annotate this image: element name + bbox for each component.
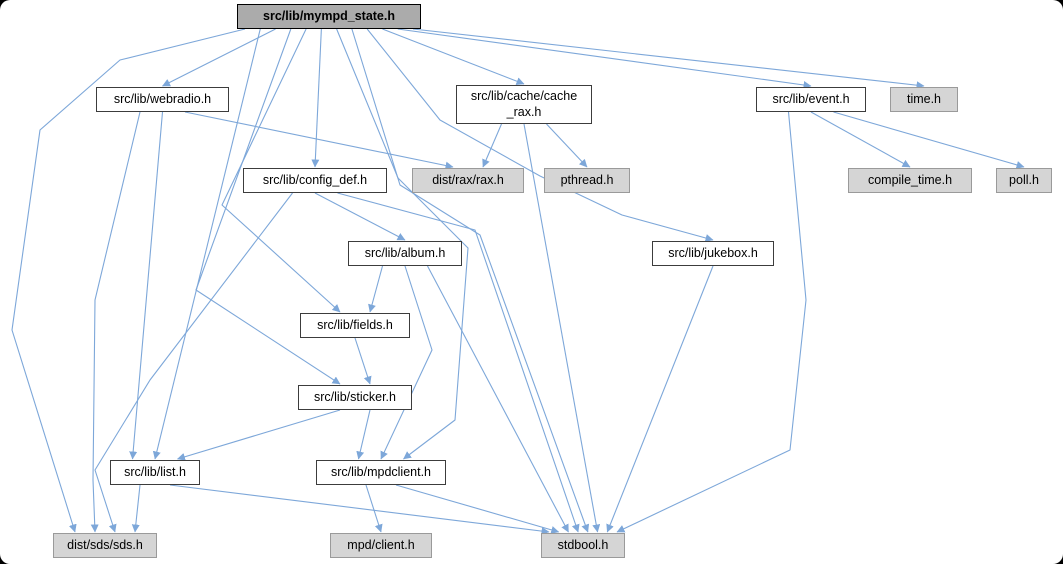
graph-node-mpdclient[interactable]: src/lib/mpdclient.h [316,460,446,485]
graph-node-list[interactable]: src/lib/list.h [110,460,200,485]
edge-sticker-to-list [177,409,341,461]
edge-webradio-to-list [129,111,164,460]
edge-event-to-poll [833,111,1025,169]
edge-config_def-to-stdbool [337,192,580,533]
graph-node-rax: dist/rax/rax.h [412,168,524,193]
edge-sticker-to-mpdclient [356,409,371,460]
edge-mympd_state-to-fields [221,28,341,313]
edge-list-to-sds [131,484,141,533]
graph-node-mympd_state: src/lib/mympd_state.h [237,4,421,29]
graph-node-poll: poll.h [996,168,1052,193]
graph-node-time: time.h [890,87,958,112]
graph-node-cache_rax[interactable]: src/lib/cache/cache _rax.h [456,85,592,124]
edge-mympd_state-to-config_def [311,28,322,168]
edge-fields-to-sticker [354,337,372,385]
edge-mympd_state-to-jukebox [366,28,714,242]
graph-node-config_def[interactable]: src/lib/config_def.h [243,168,387,193]
graph-node-album[interactable]: src/lib/album.h [348,241,462,266]
edge-event-to-stdbool [616,111,807,533]
edge-mpdclient-to-mpd_client [365,484,383,533]
edge-mympd_state-to-webradio [162,28,276,87]
graph-node-pthread: pthread.h [544,168,630,193]
edge-mympd_state-to-time [412,28,925,90]
graph-node-fields[interactable]: src/lib/fields.h [300,313,410,338]
edge-album-to-fields [368,265,384,313]
graph-node-stdbool: stdbool.h [541,533,625,558]
graph-node-webradio[interactable]: src/lib/webradio.h [96,87,229,112]
graph-node-event[interactable]: src/lib/event.h [756,87,866,112]
edge-list-to-stdbool [169,484,550,536]
graph-node-jukebox[interactable]: src/lib/jukebox.h [652,241,774,266]
graph-node-compile_time: compile_time.h [848,168,972,193]
edge-mpdclient-to-stdbool [395,484,560,534]
edge-cache_rax-to-pthread [546,123,588,168]
edge-album-to-mpdclient [380,265,433,460]
edge-cache_rax-to-rax [482,123,503,168]
edge-jukebox-to-stdbool [606,265,714,533]
edge-config_def-to-album [314,192,406,241]
graph-node-sticker[interactable]: src/lib/sticker.h [298,385,412,410]
edge-mympd_state-to-list [152,28,261,460]
edge-event-to-compile_time [810,111,911,168]
edge-mympd_state-to-sds [11,28,246,533]
edge-mympd_state-to-event [397,28,812,89]
edge-album-to-stdbool [427,265,569,533]
edge-mympd_state-to-mpdclient [336,28,469,460]
edge-config_def-to-sds [94,192,293,533]
edge-webradio-to-sds [90,111,141,533]
edge-mympd_state-to-stdbool [351,28,590,533]
graph-node-sds: dist/sds/sds.h [53,533,157,558]
edge-webradio-to-rax [184,111,454,170]
edge-cache_rax-to-stdbool [523,123,601,533]
edge-mympd_state-to-cache_rax [382,28,525,86]
graph-node-mpd_client: mpd/client.h [330,533,432,558]
